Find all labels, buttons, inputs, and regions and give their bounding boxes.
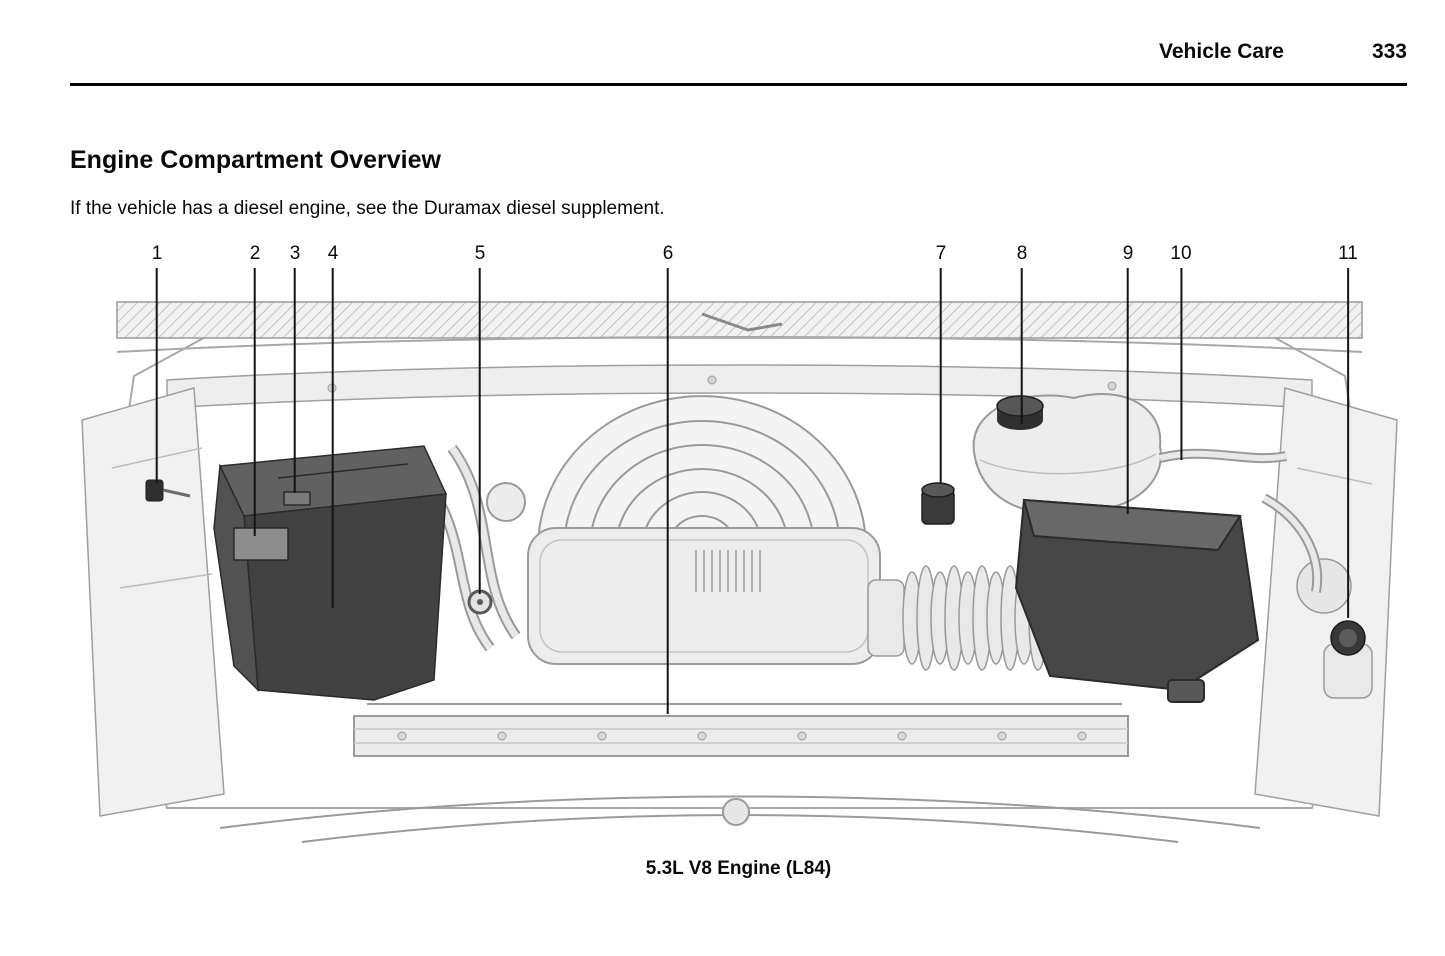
callout-leader-line xyxy=(478,267,481,594)
front-fascia xyxy=(219,795,1261,843)
callout-number: 1 xyxy=(151,243,163,264)
duct-clamp xyxy=(1167,679,1205,703)
section-heading: Engine Compartment Overview xyxy=(70,146,441,174)
callout-leader-line xyxy=(331,267,334,608)
intro-paragraph: If the vehicle has a diesel engine, see … xyxy=(70,198,665,219)
callout-1: 1 xyxy=(151,243,163,483)
pulley xyxy=(486,482,526,522)
left-mount-cap xyxy=(145,479,191,502)
engine-cover xyxy=(527,527,881,665)
fuse-block-label xyxy=(233,527,289,561)
callout-leader-line xyxy=(1126,267,1129,514)
battery-vent-cap xyxy=(283,491,311,506)
brake-booster xyxy=(1296,558,1352,614)
figure-caption: 5.3L V8 Engine (L84) xyxy=(645,858,832,879)
callout-number: 6 xyxy=(662,243,674,264)
callout-3: 3 xyxy=(289,243,301,493)
callout-leader-line xyxy=(939,267,942,483)
radiator-support xyxy=(353,703,1129,757)
callout-number: 4 xyxy=(327,243,339,264)
callout-4: 4 xyxy=(327,243,339,608)
header-rule xyxy=(70,83,1407,86)
callout-leader-line xyxy=(155,267,158,483)
callout-10: 10 xyxy=(1170,243,1192,460)
page-header: Vehicle Care 333 xyxy=(70,40,1407,64)
callout-7: 7 xyxy=(935,243,947,483)
callout-number: 7 xyxy=(935,243,947,264)
callout-number: 2 xyxy=(249,243,261,264)
right-hoses xyxy=(1158,448,1323,593)
air-cleaner-housing xyxy=(1014,498,1260,703)
engine-oil-dipstick-handle xyxy=(467,589,493,615)
callout-number: 5 xyxy=(474,243,486,264)
engine-cover-ribs xyxy=(695,550,761,592)
right-fluid-reservoir xyxy=(1323,620,1373,699)
callout-number: 8 xyxy=(1016,243,1028,264)
callout-leader-line xyxy=(1346,267,1349,618)
callout-6: 6 xyxy=(662,243,674,714)
intake-manifold xyxy=(536,395,868,549)
callout-number: 11 xyxy=(1338,243,1358,264)
air-intake-duct xyxy=(867,565,1048,671)
callout-leader-line xyxy=(293,267,296,493)
callout-8: 8 xyxy=(1016,243,1028,424)
callout-number: 10 xyxy=(1170,243,1192,264)
engine-compartment-illustration xyxy=(81,301,1398,843)
header-section-title: Vehicle Care xyxy=(1159,40,1284,63)
callout-leader-line xyxy=(253,267,256,536)
hood-latch xyxy=(722,798,750,826)
right-fluid-cap xyxy=(1330,620,1366,656)
engine-oil-fill-cap xyxy=(921,482,955,525)
callout-2: 2 xyxy=(249,243,261,536)
callout-leader-line xyxy=(666,267,669,714)
coolant-reservoir-cap xyxy=(996,395,1044,430)
callout-leader-line xyxy=(1020,267,1023,424)
right-fender-panel xyxy=(1254,387,1398,817)
callout-9: 9 xyxy=(1122,243,1134,514)
callout-number: 9 xyxy=(1122,243,1134,264)
header-page-number: 333 xyxy=(1371,40,1407,63)
wiper-arm xyxy=(701,312,783,332)
callout-5: 5 xyxy=(474,243,486,594)
callout-leader-line xyxy=(1179,267,1182,460)
callout-11: 11 xyxy=(1338,243,1358,618)
cowl-panel xyxy=(116,301,1363,353)
callout-number: 3 xyxy=(289,243,301,264)
